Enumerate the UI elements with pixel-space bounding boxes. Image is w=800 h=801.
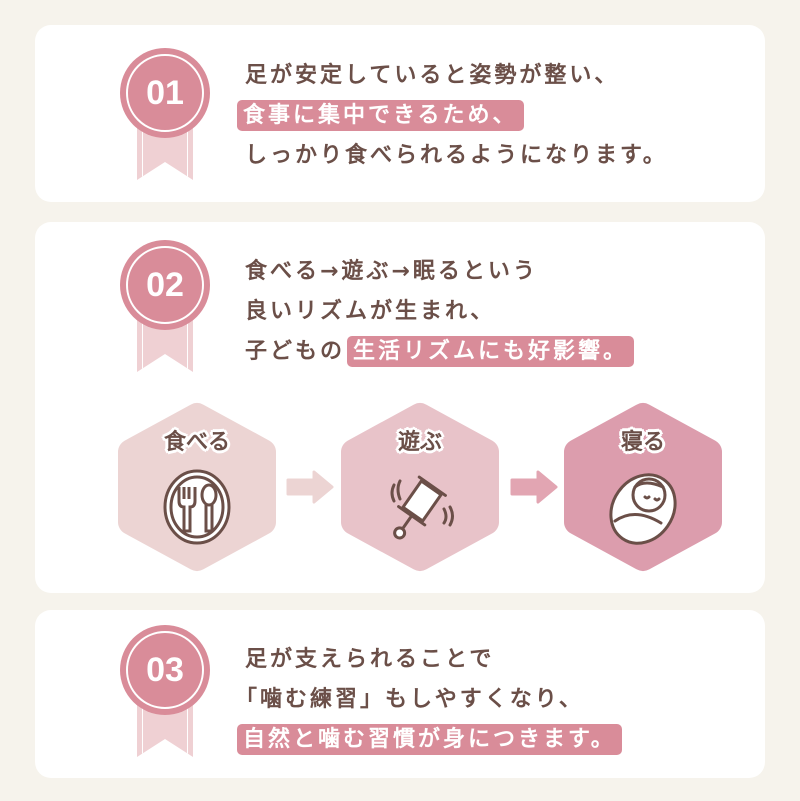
text: しっかり食べられるようになります。 <box>245 143 668 168</box>
section-number: 01 <box>146 73 184 112</box>
text-line: 食べる→遊ぶ→眠るという <box>245 252 634 292</box>
plate-fork-spoon-icon <box>163 469 231 545</box>
arrow-right-icon <box>286 470 334 504</box>
section-number: 02 <box>146 265 184 304</box>
text-line: 「噛む練習」もしやすくなり、 <box>235 680 622 720</box>
rattle-icon <box>390 475 454 540</box>
text: 足が支えられることで <box>245 647 495 672</box>
text-line: 足が安定していると姿勢が整い、 <box>245 56 668 96</box>
highlight-text: 自然と噛む習慣が身につきます。 <box>237 724 622 755</box>
text: 足が安定していると姿勢が整い、 <box>245 63 620 88</box>
flow-step-sleep: 寝る <box>563 402 723 572</box>
section-2-text: 食べる→遊ぶ→眠るという 良いリズムが生まれ、 子どもの生活リズムにも好影響。 <box>245 252 635 372</box>
flow-step-label: 食べる <box>163 430 230 455</box>
medal-badge-3: 03 <box>115 625 215 765</box>
flow-step-eat: 食べる <box>117 402 277 572</box>
text-line: 食事に集中できるため、 <box>237 96 668 136</box>
flow-step-label: 遊ぶ <box>397 430 442 455</box>
text: 食べる→遊ぶ→眠るという <box>245 259 538 284</box>
text-line: 良いリズムが生まれ、 <box>245 292 634 332</box>
text: 子どもの <box>245 339 346 364</box>
section-3-text: 足が支えられることで 「噛む練習」もしやすくなり、 自然と噛む習慣が身につきます… <box>235 640 622 760</box>
highlight-text: 生活リズムにも好影響。 <box>347 336 635 367</box>
text-line: 子どもの生活リズムにも好影響。 <box>245 332 635 372</box>
text-line: 自然と噛む習慣が身につきます。 <box>237 720 622 760</box>
section-number: 03 <box>146 650 184 689</box>
medal-badge-2: 02 <box>115 240 215 380</box>
flow-step-label: 寝る <box>620 430 665 455</box>
flow-step-play: 遊ぶ <box>340 402 500 572</box>
text-line: しっかり食べられるようになります。 <box>245 136 668 176</box>
medal-badge-1: 01 <box>115 48 215 188</box>
section-1-text: 足が安定していると姿勢が整い、 食事に集中できるため、 しっかり食べられるように… <box>237 56 668 176</box>
highlight-text: 食事に集中できるため、 <box>237 100 524 131</box>
sleeping-baby-icon <box>609 473 677 545</box>
text: 「噛む練習」もしやすくなり、 <box>235 687 584 712</box>
arrow-right-icon <box>510 470 558 504</box>
text-line: 足が支えられることで <box>245 640 622 680</box>
text: 良いリズムが生まれ、 <box>245 299 496 324</box>
